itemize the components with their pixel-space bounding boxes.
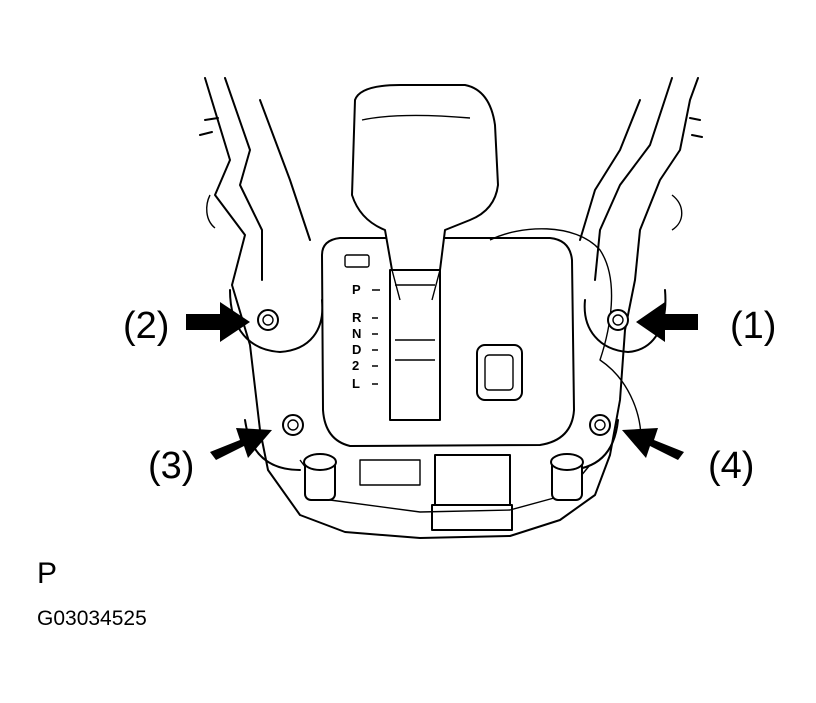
shift-indicator-panel: P R N D 2 L: [321, 237, 575, 447]
arrow-4: [622, 428, 684, 460]
gate-label-2: 2: [352, 358, 359, 373]
callout-1: (1): [730, 305, 777, 347]
bolt-3: [282, 414, 304, 436]
bolt-1: [607, 309, 629, 331]
arrow-3: [210, 428, 272, 460]
callout-3: (3): [148, 445, 195, 487]
bolt-4: [589, 414, 611, 436]
gate-label-n: N: [352, 326, 361, 341]
arrow-1: [636, 302, 698, 342]
gate-label-l: L: [352, 376, 360, 391]
callout-4: (4): [708, 445, 755, 487]
wire-harness: [489, 228, 642, 451]
gate-label-r: R: [352, 310, 362, 325]
lower-mounts: [303, 453, 584, 531]
callout-2: (2): [123, 305, 170, 347]
gate-label-d: D: [352, 342, 361, 357]
shift-knob: [351, 84, 499, 301]
gate-label-p: P: [352, 282, 361, 297]
bolt-2: [257, 309, 279, 331]
view-letter: P: [37, 557, 58, 590]
arrow-2: [186, 302, 250, 342]
figure-id: G03034525: [37, 607, 147, 630]
